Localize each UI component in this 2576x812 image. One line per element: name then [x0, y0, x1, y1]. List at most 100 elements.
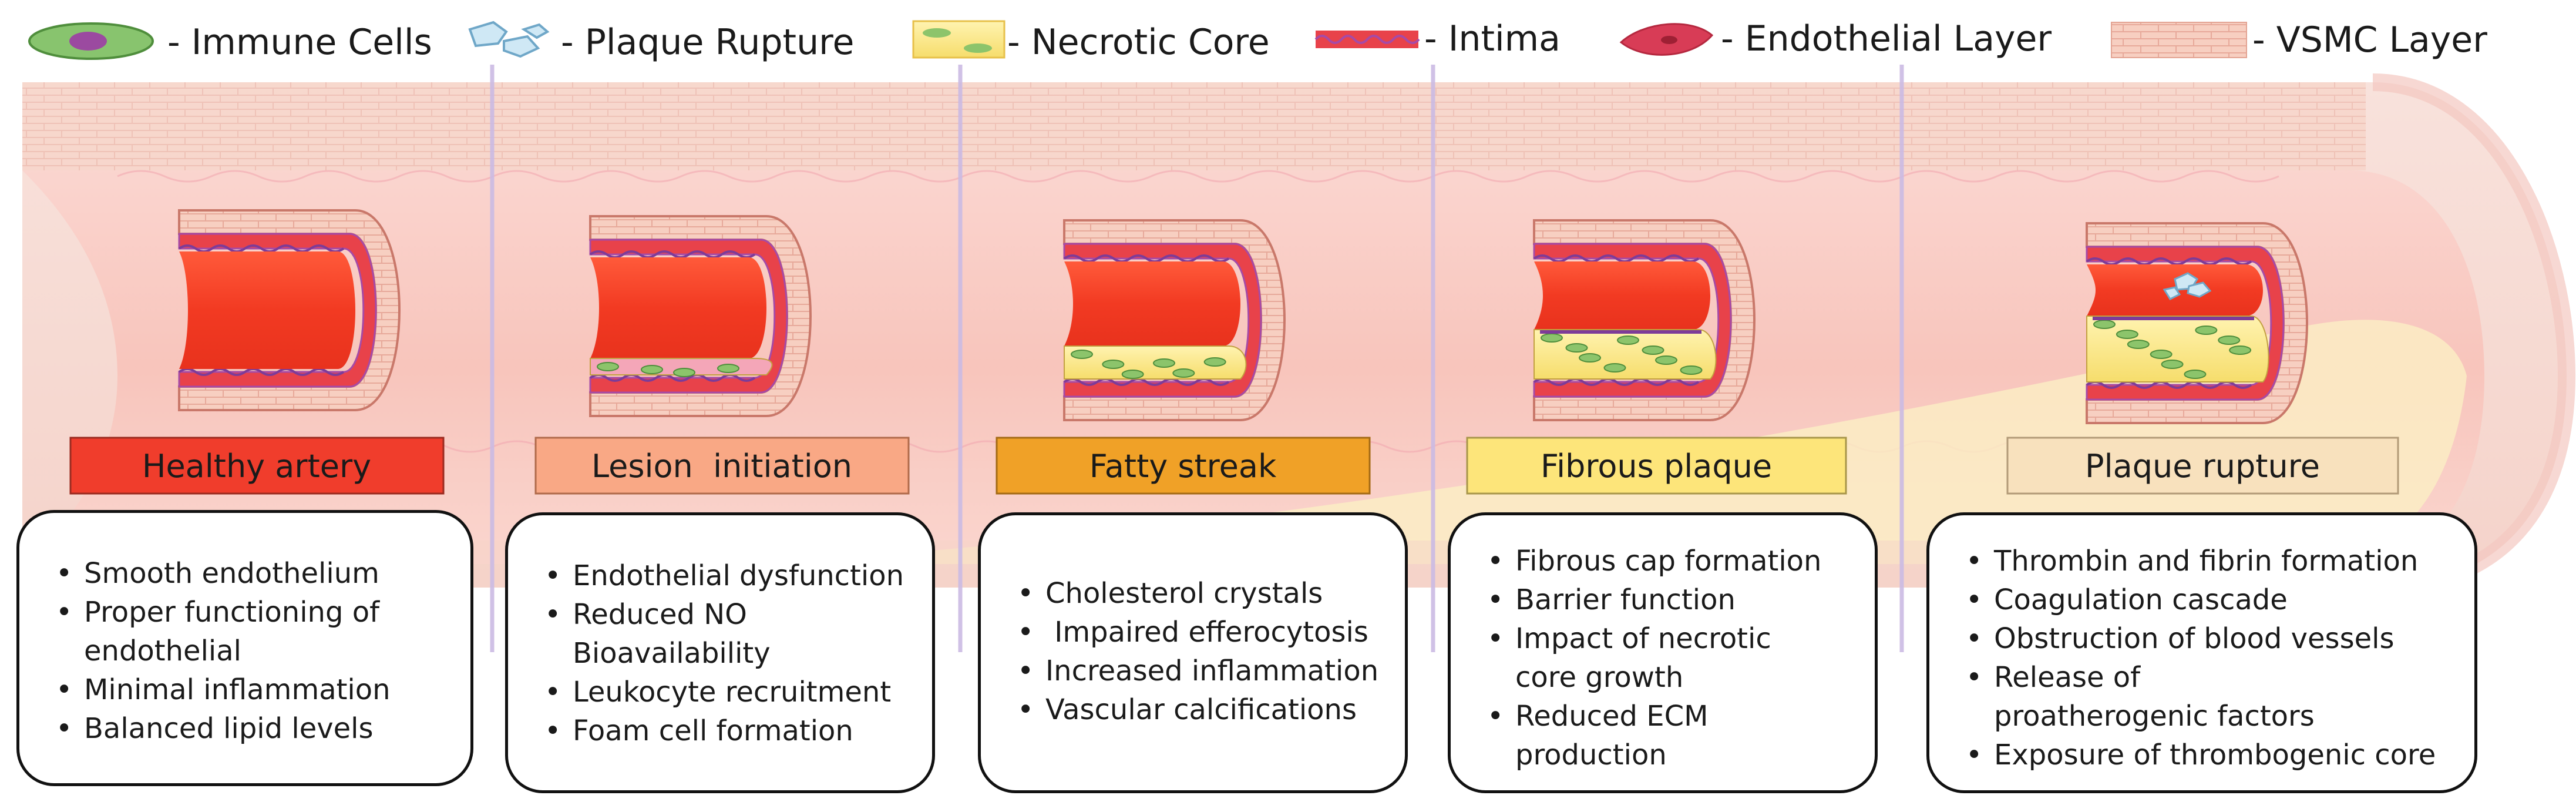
- immune-cell-icon: [1603, 363, 1626, 373]
- immune-cell-icon: [1102, 360, 1125, 369]
- endothelial-layer: [178, 244, 345, 253]
- cross-sections: [178, 209, 2308, 424]
- bullet-item: Endothelial dysfunction: [544, 556, 914, 595]
- immune-cell-icon: [717, 364, 739, 373]
- bullet-box-lesion-initiation: Endothelial dysfunction Reduced NO Bioav…: [505, 512, 935, 793]
- stage-label-plaque-rupture: Plaque rupture: [2006, 437, 2399, 495]
- immune-cell-icon: [1565, 343, 1588, 353]
- stage-labels: Healthy artery Lesion initiation Fatty s…: [69, 437, 2399, 495]
- vsmc-band-top: [22, 82, 2366, 170]
- stage-label-fatty-streak: Fatty streak: [996, 437, 1371, 495]
- stage-label-text: Healthy artery: [142, 448, 371, 485]
- immune-cell-icon: [2229, 345, 2252, 355]
- intima-layer: [1533, 243, 1732, 398]
- plaque-deposit: [1534, 329, 1717, 380]
- legend: - Immune Cells - Plaque Rupture - Necrot…: [28, 18, 2487, 63]
- bullet-item: Obstruction of blood vessels: [1966, 619, 2457, 658]
- rupture-fragment: [2163, 286, 2181, 300]
- artery-lumen: [1064, 261, 1240, 346]
- bullet-item: Thrombin and fibrin formation: [1966, 542, 2457, 581]
- endothelial-layer: [589, 250, 756, 259]
- cross-section-plaque-rupture: [2086, 222, 2308, 424]
- bullet-item: Minimal inflammation: [56, 670, 453, 709]
- bullet-item: Proper functioning of endothelial: [56, 593, 453, 670]
- plaque-rupture-icon: [468, 21, 550, 58]
- bullet-item: Vascular calcifications: [1017, 690, 1387, 729]
- bullet-list: Smooth endothelium Proper functioning of…: [49, 554, 453, 748]
- outer-arc-background: [2372, 73, 2576, 596]
- legend-item-vsmc-layer: - VSMC Layer: [2111, 19, 2487, 61]
- immune-cell-icon: [2116, 330, 2138, 339]
- immune-cell-icon: [2218, 335, 2241, 345]
- bullet-item: Balanced lipid levels: [56, 709, 453, 748]
- immune-cell-icon: [1172, 368, 1195, 378]
- immune-cell-icon: [641, 365, 663, 374]
- intima-layer: [178, 233, 377, 388]
- immune-cell-icon: [1203, 357, 1226, 367]
- bullet-box-plaque-rupture: Thrombin and fibrin formation Coagulatio…: [1926, 512, 2477, 793]
- cross-section-lesion-initiation: [589, 215, 812, 417]
- artery-lumen: [590, 257, 766, 358]
- bullet-item: Cholesterol crystals: [1017, 574, 1387, 613]
- stage-label-box: [534, 437, 910, 495]
- bullet-item: Impaired efferocytosis: [1017, 613, 1387, 652]
- immune-cell-icon: [1655, 355, 1677, 365]
- bullet-item: Foam cell formation: [544, 712, 914, 750]
- intima-layer: [1063, 243, 1262, 398]
- rupture-fragment: [2187, 281, 2212, 298]
- cross-section-fibrous-plaque: [1533, 219, 1756, 421]
- bullet-list: Fibrous cap formation Barrier function I…: [1480, 542, 1857, 774]
- bullet-item: Leukocyte recruitment: [544, 673, 914, 712]
- plaque-band-background: [764, 320, 2467, 564]
- immune-cell-icon: [1617, 335, 1639, 345]
- legend-item-necrotic-core: - Necrotic Core: [912, 20, 1270, 63]
- immune-cell-icon: [28, 22, 154, 60]
- immune-cell-icon: [2184, 370, 2207, 379]
- stage-label-text: Fatty streak: [1089, 448, 1277, 485]
- bullet-item: Release of proatherogenic factors: [1966, 658, 2457, 736]
- intima-icon: [1314, 31, 1420, 48]
- immune-cell-icon: [1579, 353, 1601, 363]
- immune-cell-icon: [2127, 340, 2150, 349]
- intima-layer: [2086, 246, 2285, 401]
- necrotic-core-icon: [912, 20, 1005, 59]
- stage-label-box: [2006, 437, 2399, 495]
- stage-separators: [490, 65, 1904, 652]
- bullet-item: Barrier function: [1487, 581, 1857, 619]
- bullet-item: Reduced NO Bioavailability: [544, 595, 914, 673]
- legend-item-immune-cells: - Immune Cells: [28, 22, 432, 63]
- immune-cell-icon: [1153, 358, 1175, 368]
- legend-label: - Intima: [1424, 18, 1561, 59]
- bullet-list: Endothelial dysfunction Reduced NO Bioav…: [537, 556, 914, 750]
- immune-cell-icon: [2195, 326, 2218, 335]
- immune-cell-icon: [1541, 333, 1563, 343]
- stage-label-fibrous-plaque: Fibrous plaque: [1466, 437, 1847, 495]
- immune-cell-icon: [1680, 365, 1703, 375]
- immune-cell-icon: [673, 368, 695, 377]
- immune-cell-icon: [1642, 345, 1664, 355]
- endothelial-layer: [1063, 254, 1230, 263]
- intima-layer: [589, 239, 788, 394]
- bullet-item: Fibrous cap formation: [1487, 542, 1857, 581]
- stage-label-box: [1466, 437, 1847, 495]
- bullet-item: Impact of necrotic core growth: [1487, 619, 1857, 697]
- legend-label: - Plaque Rupture: [561, 22, 854, 63]
- legend-item-plaque-rupture: - Plaque Rupture: [468, 21, 854, 63]
- endothelial-layer: [2086, 257, 2252, 266]
- stage-label-text: Plaque rupture: [2085, 448, 2320, 485]
- bullet-item: Reduced ECM production: [1487, 697, 1857, 774]
- endothelial-wave-top: [117, 170, 2279, 183]
- bullet-item: Coagulation cascade: [1966, 581, 2457, 619]
- stage-label-text: Lesion initiation: [591, 448, 852, 485]
- plaque-rupture-icon: [2163, 272, 2212, 300]
- immune-cell-icon: [1071, 350, 1093, 359]
- vsmc-layer-icon: [2111, 22, 2247, 58]
- cross-section-fatty-streak: [1063, 219, 1286, 421]
- endothelial-layer: [1533, 254, 1700, 263]
- bullet-box-fatty-streak: Cholesterol crystals Impaired efferocyto…: [978, 512, 1408, 793]
- bullet-item: Increased inflammation: [1017, 652, 1387, 690]
- bullet-box-healthy-artery: Smooth endothelium Proper functioning of…: [16, 510, 473, 786]
- legend-label: - Immune Cells: [167, 22, 432, 63]
- cross-section-healthy-artery: [178, 209, 401, 411]
- stage-label-box: [996, 437, 1371, 495]
